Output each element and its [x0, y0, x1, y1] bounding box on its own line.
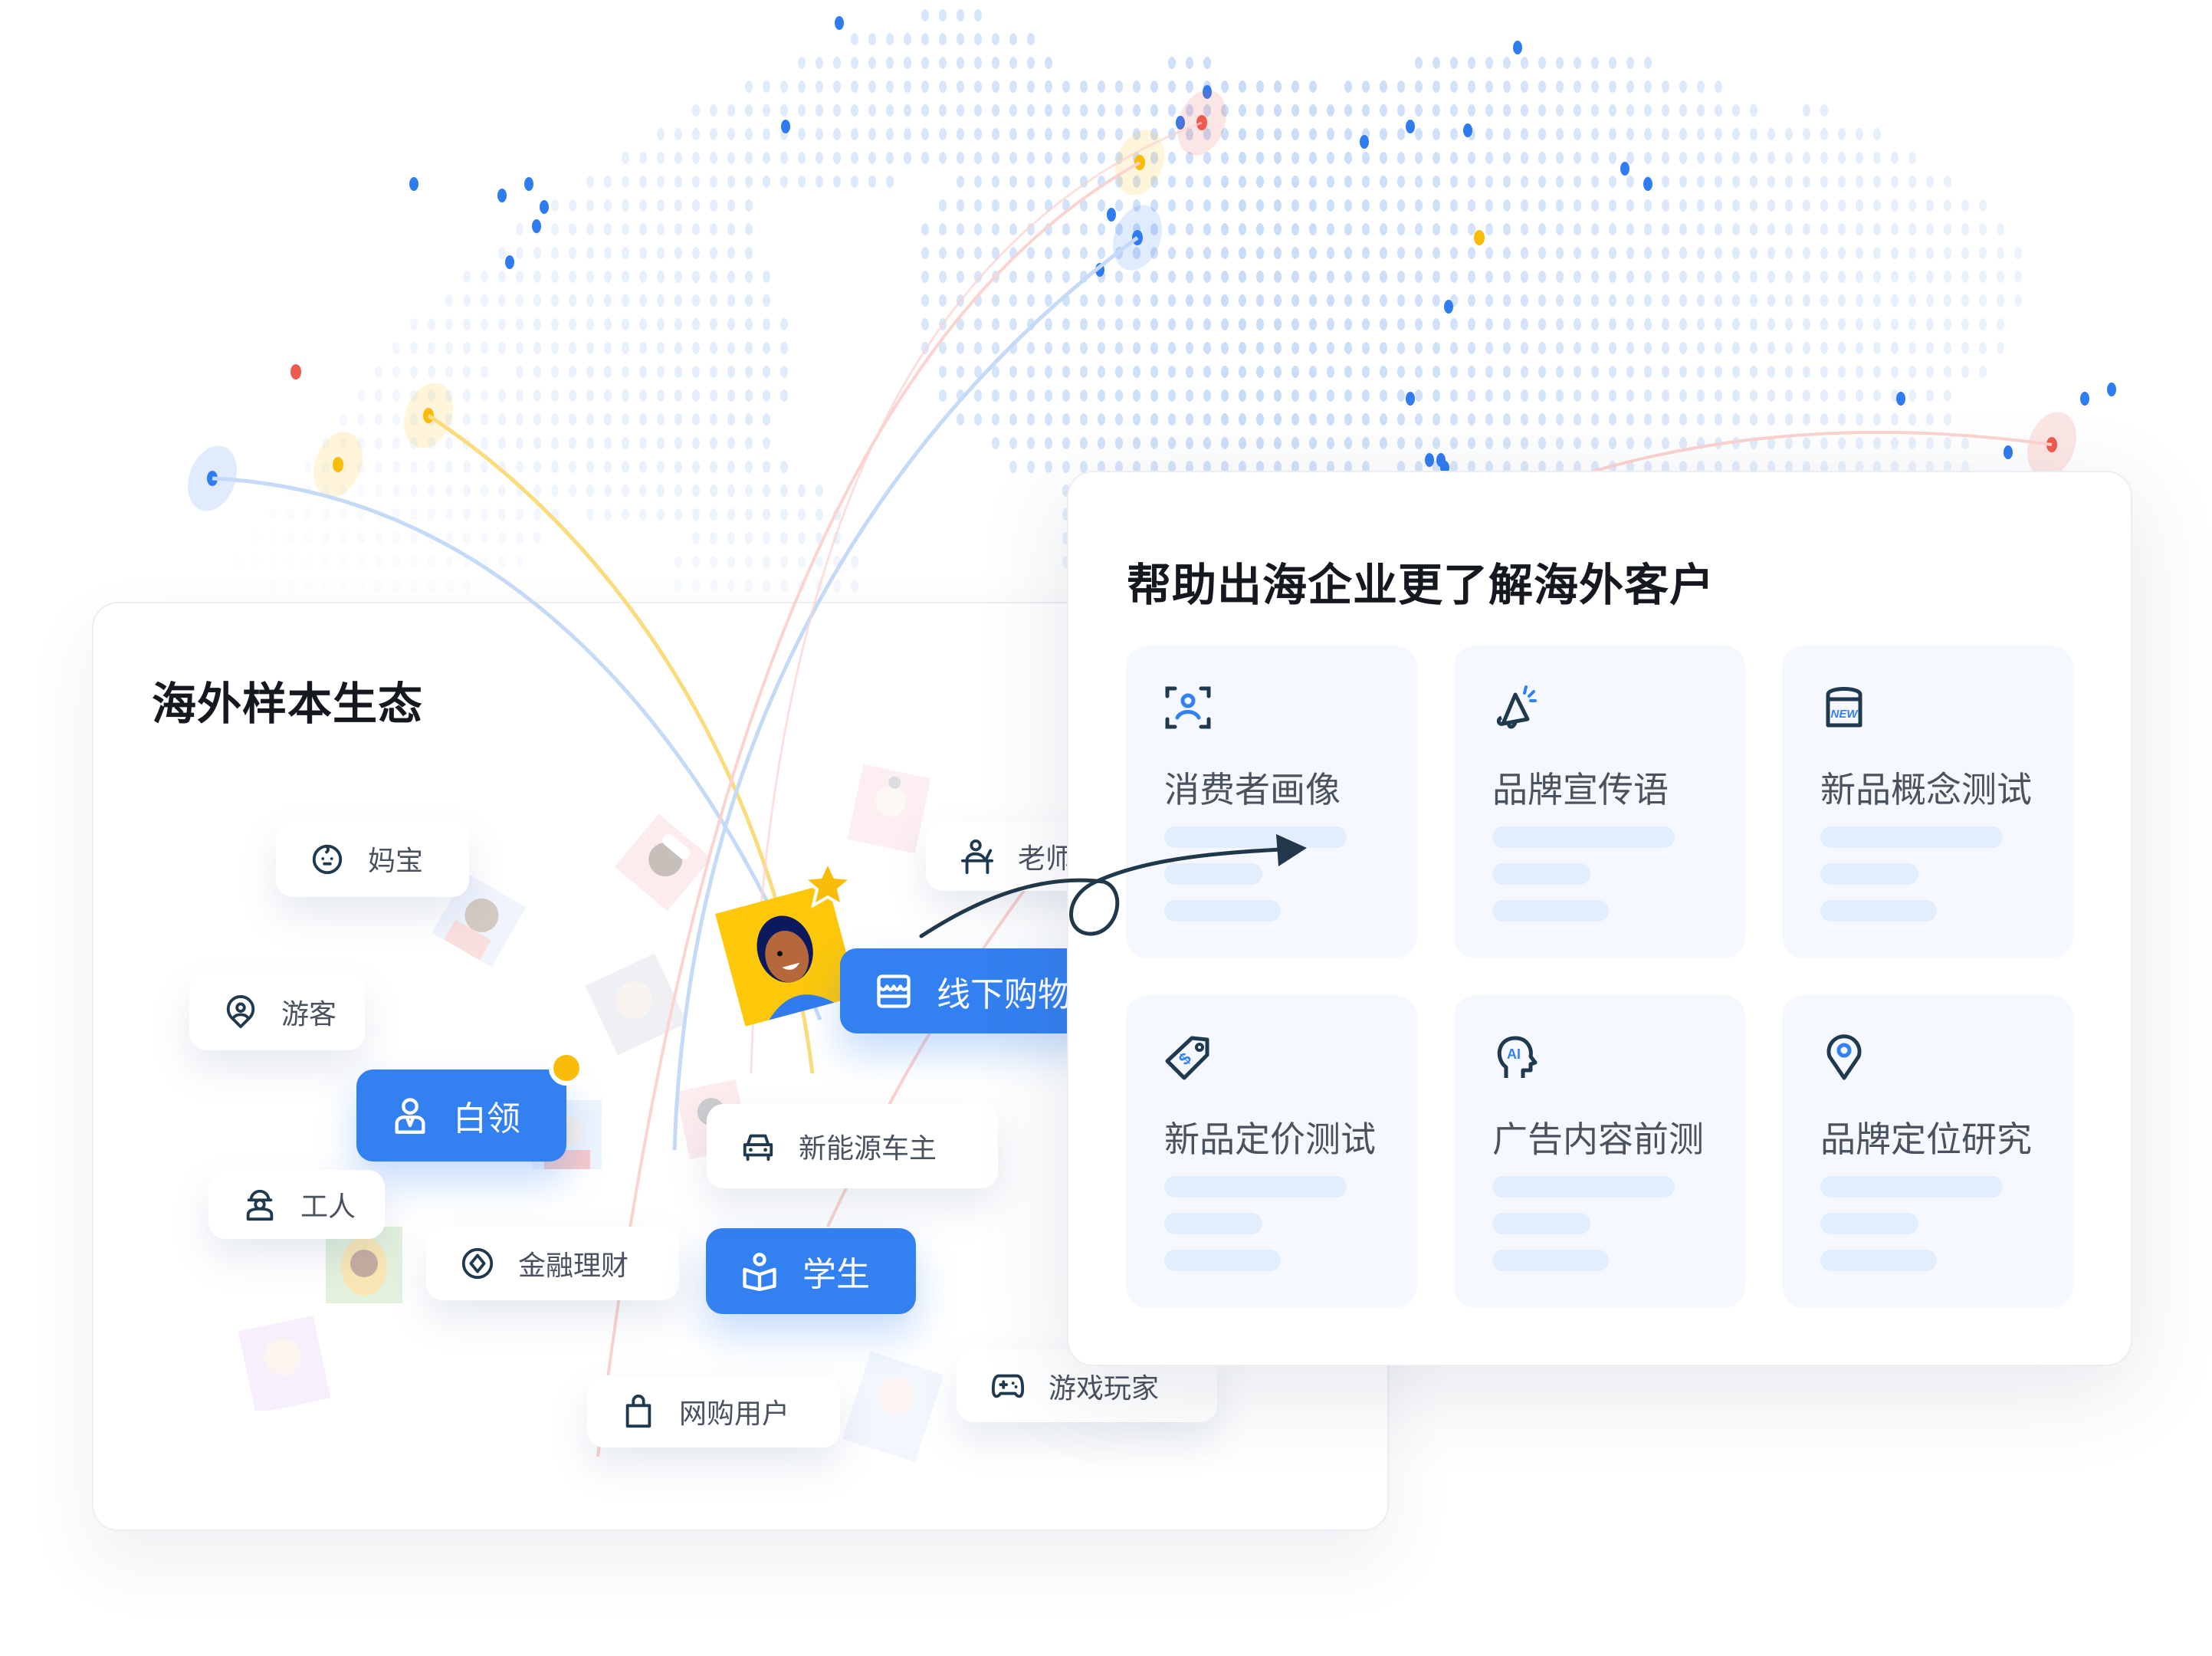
coin-icon: [460, 1246, 495, 1281]
map-pin-icon: [1820, 1033, 1868, 1081]
feature-card-label: 品牌定位研究: [1820, 1119, 2032, 1160]
face-scan-person-icon: [1164, 684, 1212, 731]
audience-tag-youke[interactable]: 游客: [189, 974, 365, 1050]
price-tag-icon: $: [1164, 1033, 1212, 1081]
placeholder-line: [1820, 826, 2003, 848]
audience-tag-xianxia[interactable]: 线下购物: [840, 948, 1101, 1033]
store-icon: [874, 971, 914, 1011]
placeholder-line: [1820, 1176, 2003, 1198]
placeholder-line: [1492, 1176, 1675, 1198]
placeholder-line: [1492, 1213, 1590, 1234]
audience-tag-bailing[interactable]: 白领: [356, 1070, 566, 1162]
portrait-blond-man-icon: [238, 1315, 331, 1411]
baby-face-icon: [310, 841, 345, 876]
audience-tag-xinnengyuan[interactable]: 新能源车主: [707, 1104, 998, 1188]
ai-head-icon: AI: [1492, 1033, 1540, 1081]
feature-card[interactable]: 品牌宣传语: [1454, 646, 1745, 958]
placeholder-line: [1492, 1250, 1609, 1271]
new-box-icon: NEW: [1820, 684, 1868, 731]
worker-helmet-icon: [242, 1187, 277, 1222]
tag-label: 老师: [1018, 843, 1074, 875]
audience-tag-xuesheng[interactable]: 学生: [706, 1228, 916, 1314]
tag-label: 工人: [300, 1191, 356, 1223]
placeholder-line: [1164, 1213, 1262, 1234]
placeholder-line: [1492, 863, 1590, 885]
shopping-bag-icon: [621, 1394, 656, 1429]
feature-card[interactable]: 消费者画像: [1126, 646, 1417, 958]
feature-card-label: 新品概念测试: [1820, 769, 2032, 810]
placeholder-line: [1164, 826, 1347, 848]
feature-card-label: 新品定价测试: [1164, 1119, 1376, 1160]
tag-label: 新能源车主: [799, 1133, 937, 1165]
tag-label: 白领: [453, 1099, 520, 1138]
placeholder-line: [1492, 826, 1675, 848]
svg-text:AI: AI: [1507, 1046, 1521, 1062]
svg-text:$: $: [1175, 1049, 1195, 1069]
gamepad-icon: [990, 1368, 1026, 1404]
location-person-icon: [223, 994, 258, 1030]
portrait-woman-bun-icon: [847, 764, 931, 854]
feature-card-label: 广告内容前测: [1492, 1119, 1704, 1160]
audience-tag-gongren[interactable]: 工人: [208, 1170, 385, 1239]
panel-title: 帮助出海企业更了解海外客户: [1127, 559, 1715, 611]
feature-card[interactable]: $ 新品定价测试: [1126, 995, 1417, 1308]
megaphone-icon: [1492, 684, 1540, 731]
portrait-bald-man-icon: [585, 953, 688, 1056]
feature-card[interactable]: AI 广告内容前测: [1454, 995, 1745, 1308]
placeholder-line: [1820, 863, 1918, 885]
placeholder-line: [1820, 1250, 1937, 1271]
node-dot: [549, 1050, 584, 1086]
portrait-old-man-icon: [843, 1351, 943, 1463]
feature-card-label: 消费者画像: [1164, 769, 1341, 810]
teacher-icon: [960, 839, 995, 874]
tag-label: 线下购物: [937, 974, 1072, 1014]
placeholder-line: [1820, 1213, 1918, 1234]
audience-tag-jinrong[interactable]: 金融理财: [426, 1227, 679, 1300]
tag-label: 网购用户: [679, 1398, 790, 1430]
car-icon: [740, 1129, 776, 1164]
placeholder-line: [1164, 1250, 1281, 1271]
portrait-hijab-woman-icon: [326, 1227, 402, 1303]
placeholder-line: [1164, 863, 1262, 885]
placeholder-line: [1164, 1176, 1347, 1198]
placeholder-line: [1492, 900, 1609, 922]
svg-text:NEW: NEW: [1831, 708, 1859, 721]
tag-label: 妈宝: [368, 846, 424, 877]
tag-label: 游戏玩家: [1049, 1372, 1160, 1405]
panel-title: 海外样本生态: [152, 678, 424, 730]
audience-tag-mabao[interactable]: 妈宝: [276, 820, 469, 897]
tag-label: 游客: [281, 999, 337, 1030]
feature-card[interactable]: NEW 新品概念测试: [1782, 646, 2073, 958]
tag-label: 学生: [802, 1255, 870, 1294]
audience-tag-wanggou[interactable]: 网购用户: [587, 1375, 840, 1447]
student-book-icon: [740, 1251, 779, 1291]
feature-card[interactable]: 品牌定位研究: [1782, 995, 2073, 1308]
placeholder-line: [1164, 900, 1281, 922]
tag-label: 金融理财: [518, 1250, 629, 1282]
placeholder-line: [1820, 900, 1937, 922]
portrait-man-turban-icon: [614, 813, 712, 912]
office-worker-icon: [390, 1096, 430, 1135]
feature-card-label: 品牌宣传语: [1492, 769, 1669, 810]
overseas-insight-panel: 帮助出海企业更了解海外客户 消费者画像 品牌宣传语 NEW 新品概念测试 $ 新…: [1067, 471, 2132, 1366]
